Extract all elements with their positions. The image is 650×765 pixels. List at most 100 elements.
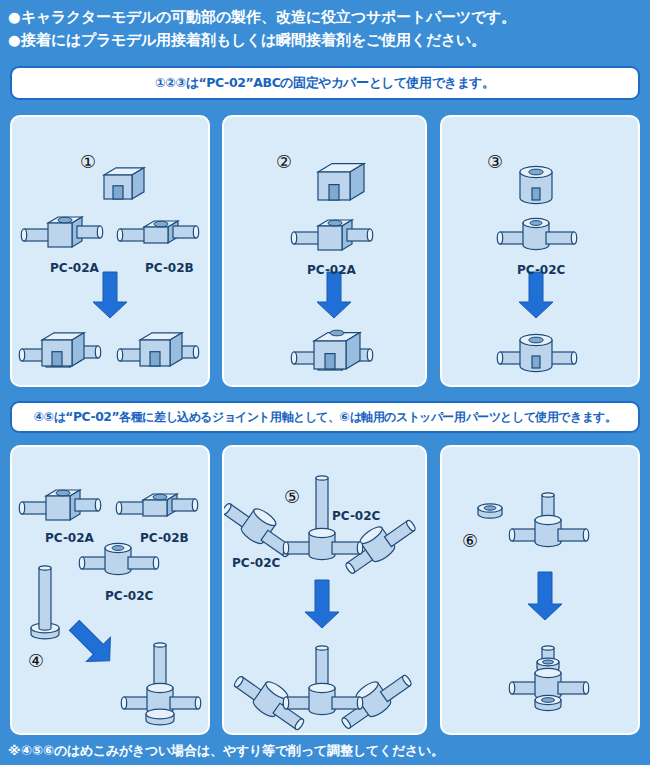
joint-group xyxy=(230,664,313,735)
panel-ground xyxy=(223,446,426,734)
joint-part xyxy=(19,337,100,367)
footnote: ※④⑤⑥のはめこみがきつい場合は、やすり等で削って調整してください。 xyxy=(8,742,444,760)
joint-body-top xyxy=(105,543,131,552)
joint-part xyxy=(117,221,198,243)
callout-number: ① xyxy=(80,153,96,171)
peg-end xyxy=(19,502,24,514)
cap-slot xyxy=(150,352,160,366)
usage-panel: PC-02APC-02BPC-02C④ xyxy=(10,445,210,735)
step-arrow xyxy=(528,572,562,620)
peg-end xyxy=(571,352,576,364)
joint-hole xyxy=(58,217,72,223)
peg-end xyxy=(345,562,356,575)
block-front xyxy=(143,500,167,516)
ring-hole xyxy=(484,506,496,510)
joint-part xyxy=(21,217,102,247)
cap-block xyxy=(314,333,360,369)
block-side xyxy=(346,333,360,369)
arrow-shape xyxy=(93,272,127,318)
step-arrow xyxy=(93,272,127,318)
joint-hole xyxy=(530,221,542,226)
peg-body xyxy=(119,502,145,514)
peg-end xyxy=(95,499,100,511)
peg-end xyxy=(291,232,296,244)
cap-block xyxy=(42,333,84,366)
peg-body xyxy=(173,226,196,238)
peg-end xyxy=(357,697,362,709)
arrow-shape xyxy=(317,272,351,318)
peg-end xyxy=(497,352,502,364)
ring-hole xyxy=(543,660,554,664)
joint-body-top xyxy=(535,668,561,677)
joint-hole xyxy=(330,330,344,336)
peg-body xyxy=(77,226,100,238)
callout-number: ⑥ xyxy=(462,532,478,550)
usage-panel: ⑥ xyxy=(440,445,640,735)
cap-slot xyxy=(113,186,123,199)
block-front xyxy=(46,496,70,520)
joint-part xyxy=(497,218,576,249)
joint-body-top xyxy=(535,515,561,524)
peg-end xyxy=(583,529,588,541)
peg-end xyxy=(401,674,412,687)
callout-number: ⑤ xyxy=(284,488,300,506)
shaft-top xyxy=(542,493,554,497)
part-name: PC-02A xyxy=(307,264,356,276)
peg-end xyxy=(21,229,26,241)
peg-end xyxy=(193,226,198,238)
ring-hole xyxy=(542,698,555,703)
peg-body xyxy=(82,557,108,569)
cap-cylinder xyxy=(520,334,552,371)
shaft-part xyxy=(31,566,59,639)
cap-slot xyxy=(325,354,335,369)
peg-end xyxy=(192,499,197,511)
arrow-shape xyxy=(305,580,339,628)
joint-hole xyxy=(112,546,124,551)
shaft-top xyxy=(316,476,328,480)
peg-end xyxy=(367,349,372,361)
cap-cylinder xyxy=(520,166,552,203)
joint-body-top xyxy=(309,528,335,537)
joint-group xyxy=(333,663,416,734)
peg-end xyxy=(121,697,126,709)
block-front xyxy=(318,172,350,200)
block-front xyxy=(144,227,168,243)
arrow-shape xyxy=(62,613,121,672)
peg-end xyxy=(357,542,362,554)
peg-end xyxy=(283,697,288,709)
peg-end xyxy=(509,682,514,694)
cap-slot xyxy=(532,188,540,200)
block-side xyxy=(350,164,364,200)
joint-part xyxy=(291,220,372,250)
arrow-shape xyxy=(519,272,553,318)
peg-end xyxy=(117,229,122,241)
stopper-ring xyxy=(535,695,561,710)
block-side xyxy=(132,168,144,199)
block-front xyxy=(42,340,72,366)
step-arrow xyxy=(305,580,339,628)
peg-body xyxy=(546,232,574,244)
peg-body xyxy=(294,232,320,244)
shaft-top xyxy=(316,646,328,650)
step-arrow xyxy=(519,272,553,318)
parts-drawing xyxy=(19,164,588,736)
block-front xyxy=(140,340,170,366)
peg-body xyxy=(347,229,370,241)
joint-hole xyxy=(529,169,543,175)
peg-end xyxy=(233,675,244,688)
shaft-part xyxy=(316,476,328,532)
peg-end xyxy=(79,557,84,569)
cap-block xyxy=(104,168,144,199)
part-name: PC-02B xyxy=(140,532,189,544)
usage-panel: ①PC-02APC-02B xyxy=(10,115,210,387)
peg-body xyxy=(512,529,538,541)
joint-body-top xyxy=(252,506,279,528)
part-name: PC-02A xyxy=(50,262,99,274)
block-front xyxy=(48,223,72,247)
peg-end xyxy=(117,349,122,361)
peg-end xyxy=(95,346,100,358)
joint-part xyxy=(509,515,588,546)
callout-number: ④ xyxy=(28,652,44,670)
